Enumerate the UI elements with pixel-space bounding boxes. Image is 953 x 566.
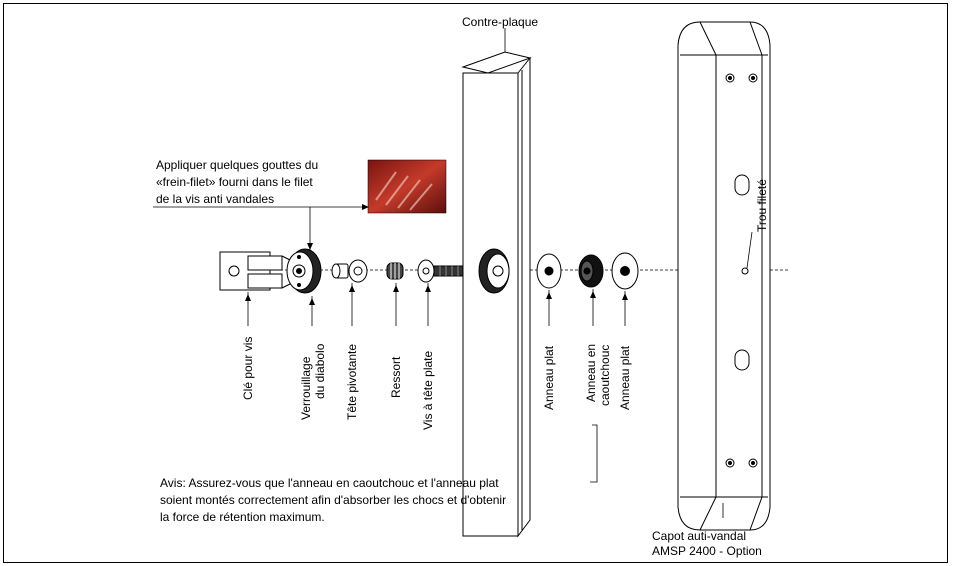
leader-trou <box>746 231 753 269</box>
threadlocker-photo-detail <box>375 171 433 211</box>
label-cle-pour-vis: Clé pour vis <box>241 336 255 400</box>
label-anneau-plat-1: Anneau plat <box>542 345 556 410</box>
screw-key-part <box>219 251 295 291</box>
label-ressort: Ressort <box>389 356 403 398</box>
flat-washer-1-part <box>536 253 562 289</box>
label-capot-2: AMSP 2400 - Option <box>652 544 762 558</box>
rubber-ring-part <box>578 254 604 288</box>
spring-part <box>386 262 404 280</box>
anti-vandal-cover-part <box>677 21 771 531</box>
avis-line-3: la force de rétention maximum. <box>160 510 325 524</box>
avis-line-1: Avis: Assurez-vous que l'anneau en caout… <box>160 476 499 490</box>
label-anneau-caoutchouc-1: Anneau en <box>584 343 598 402</box>
label-contre-plaque: Contre-plaque <box>462 15 539 29</box>
threadlocker-photo <box>367 159 447 214</box>
instruction-line-3: de la vis anti vandales <box>156 192 275 206</box>
flat-washer-2-part <box>611 252 639 290</box>
label-tete-pivotante: Tête pivotante <box>345 343 359 420</box>
label-vis-tete-plate: Vis à tête plate <box>421 350 435 430</box>
diagram-frame <box>3 3 948 563</box>
avis-line-2: soient montés correctement afin d'absorb… <box>160 493 507 507</box>
label-verrouillage-1: Verrouillage <box>299 356 313 420</box>
label-anneau-caoutchouc-2: caoutchouc <box>598 344 612 406</box>
diabolo-lock-part <box>286 248 322 294</box>
label-capot-1: Capot auti-vandal <box>652 529 747 543</box>
counter-plate-part <box>461 51 532 538</box>
flat-head-screw-part <box>417 259 471 283</box>
pivot-head-part <box>331 259 368 283</box>
leader-avis <box>590 424 598 483</box>
label-verrouillage-2: du diabolo <box>313 343 327 399</box>
instruction-line-1: Appliquer quelques gouttes du <box>156 158 319 172</box>
label-trou-filete: Trou fileté <box>755 179 769 232</box>
label-anneau-plat-2: Anneau plat <box>618 345 632 410</box>
instruction-line-2: «frein-filet» fourni dans le filet <box>156 175 313 189</box>
